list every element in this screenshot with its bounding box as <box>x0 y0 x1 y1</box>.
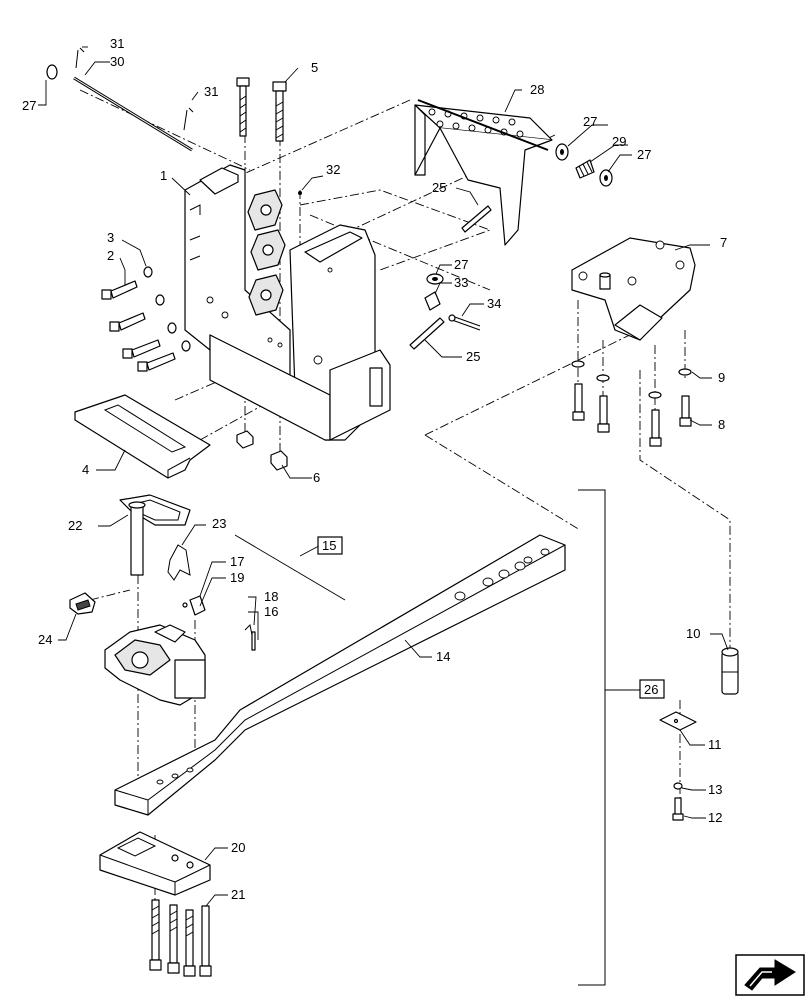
callout-14: 14 <box>436 649 450 664</box>
callout-16: 16 <box>264 604 278 619</box>
callout-11: 11 <box>708 737 722 752</box>
bolts-21 <box>149 899 212 977</box>
reference-box-26 <box>639 679 665 699</box>
callout-33: 33 <box>454 275 468 290</box>
callout-2: 2 <box>107 248 114 263</box>
callout-10: 10 <box>686 626 700 641</box>
bolts-5 <box>236 77 287 142</box>
callout-25-bottom: 25 <box>466 349 480 364</box>
reference-box-15 <box>317 536 343 555</box>
cotter-pin-31-b <box>183 107 194 131</box>
bracket-28 <box>414 99 553 246</box>
callout-5: 5 <box>311 60 318 75</box>
callout-15: 15 <box>322 538 336 553</box>
callout-31-mid: 31 <box>204 84 218 99</box>
callout-19: 19 <box>230 570 244 585</box>
callout-30: 30 <box>110 54 124 69</box>
rod-assembly <box>46 47 194 152</box>
plate-20 <box>99 831 211 896</box>
washers-spring-right <box>555 143 613 187</box>
callout-28: 28 <box>530 82 544 97</box>
callout-25-top: 25 <box>432 180 446 195</box>
callout-6: 6 <box>313 470 320 485</box>
next-page-arrow-icon[interactable] <box>735 954 805 996</box>
callout-labels: 31 30 27 31 5 1 3 2 4 6 28 27 29 27 32 2… <box>22 36 727 902</box>
callout-18: 18 <box>264 589 278 604</box>
pin-22 <box>119 494 191 576</box>
callout-7: 7 <box>720 235 727 250</box>
drawbar-14 <box>114 534 566 816</box>
callout-34: 34 <box>487 296 501 311</box>
callout-3: 3 <box>107 230 114 245</box>
callout-17: 17 <box>230 554 244 569</box>
callout-27-right-b: 27 <box>637 147 651 162</box>
callout-24: 24 <box>38 632 52 647</box>
bracket-26-line <box>578 489 606 986</box>
callout-26: 26 <box>644 682 658 697</box>
callout-21: 21 <box>231 887 245 902</box>
parts-17-19 <box>182 595 256 651</box>
leader-lines <box>38 46 729 907</box>
callout-27-right-a: 27 <box>583 114 597 129</box>
callout-31-top: 31 <box>110 36 124 51</box>
callout-12: 12 <box>708 810 722 825</box>
callout-1: 1 <box>160 168 167 183</box>
callout-32: 32 <box>326 162 340 177</box>
callout-9: 9 <box>718 370 725 385</box>
plate-4 <box>74 394 211 479</box>
nuts-6 <box>236 430 288 471</box>
washer-27-top-left <box>46 64 58 80</box>
callout-8: 8 <box>718 417 725 432</box>
callout-22: 22 <box>68 518 82 533</box>
callout-23: 23 <box>212 516 226 531</box>
callout-27-top-left: 27 <box>22 98 36 113</box>
callout-4: 4 <box>82 462 89 477</box>
support-7 <box>571 237 696 341</box>
pins-center <box>298 191 492 350</box>
bolts-8-washers-9 <box>571 360 692 447</box>
hitch-jaw <box>104 624 206 706</box>
callout-20: 20 <box>231 840 245 855</box>
main-housing-1 <box>184 164 391 441</box>
callout-13: 13 <box>708 782 722 797</box>
clip-23 <box>167 544 191 581</box>
callout-27-center: 27 <box>454 257 468 272</box>
bolts-2-washers-3 <box>101 266 191 372</box>
parts-10-13 <box>659 647 739 821</box>
cotter-pin-31-a <box>75 47 85 69</box>
callout-29: 29 <box>612 134 626 149</box>
